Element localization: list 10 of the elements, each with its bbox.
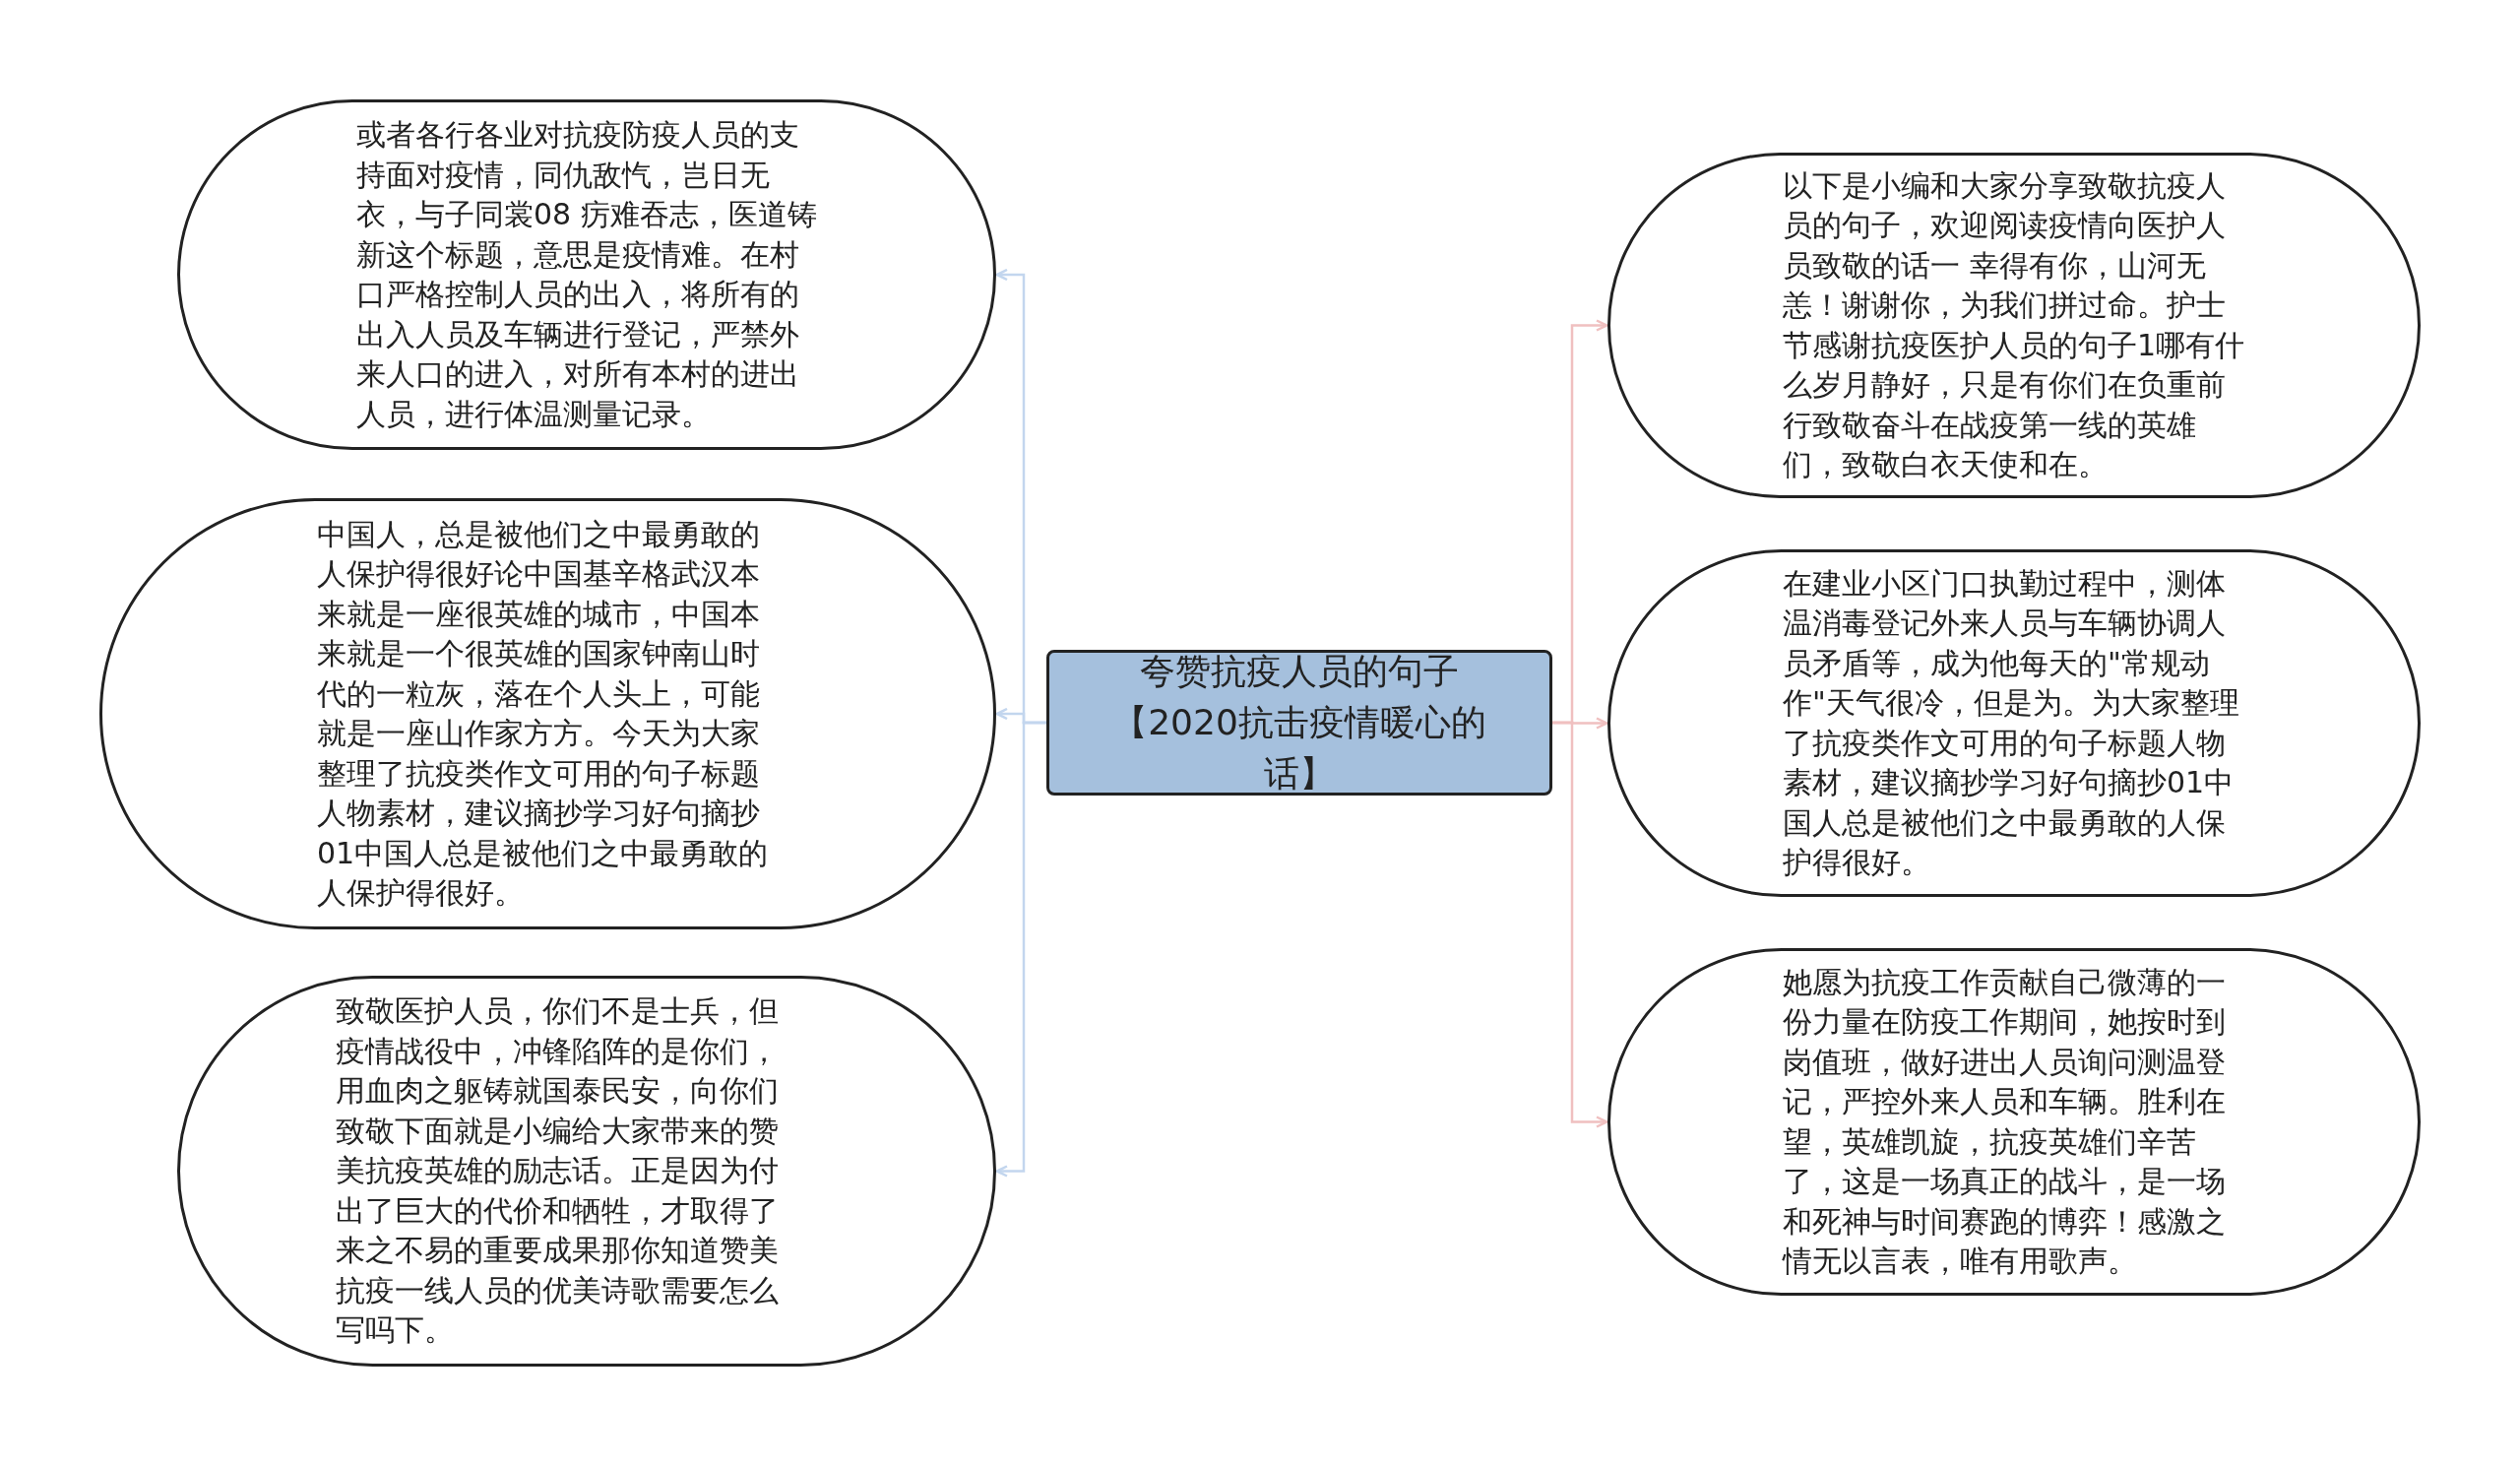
bubble-text: 中国人，总是被他们之中最勇敢的人保护得很好论中国基辛格武汉本来就是一座很英雄的城市，中国本来就是一个很英雄的国家钟南山时代的一粒灰，落在个人头上，可能就是一座山作家方方。今天为大家整理了抗疫类作文可用的句子标题人物素材，建议摘抄学习好句摘抄01中国人总是被他们之中最勇敢的人保护得很好。 [317, 515, 770, 912]
connector-arrow [995, 721, 1046, 1178]
bubble-text: 或者各行各业对抗疫防疫人员的支持面对疫情，同仇敌忾，岂日无衣，与子同裳08 疠难吞志，医道铸新这个标题，意思是疫情难。在村口严格控制人员的出入，将所有的出入人员及车辆进行登记，严禁外来人口的进入，对所有本村的进出人员，进行体温测量记录。 [356, 116, 818, 433]
topic-box [1046, 650, 1552, 796]
bubble-text: 以下是小编和大家分享致敬抗疫人员的句子，欢迎阅读疫情向医护人员致敬的话一 幸得有你，山河无恙！谢谢你，为我们拼过命。护士节感谢抗疫医护人员的句子1哪有什么岁月静好，只是有你们在负重前行致敬奋斗在战疫第一线的英雄们，致敬白衣天使和在。 [1783, 166, 2245, 483]
bubble-text: 她愿为抗疫工作贡献自己微薄的一份力量在防疫工作期间，她按时到岗值班，做好进出人员询问测温登记，严控外来人员和车辆。胜利在望，英雄凯旋，抗疫英雄们辛苦了，这是一场真正的战斗，是一场和死神与时间赛跑的博弈！感激之情无以言表，唯有用歌声。 [1783, 963, 2227, 1280]
bubble-text: 致敬医护人员，你们不是士兵，但疫情战役中，冲锋陷阵的是你们，用血肉之躯铸就国泰民安，向你们致敬下面就是小编给大家带来的赞美抗疫英雄的励志话。正是因为付出了巨大的代价和牺牲，才取得了来之不易的重要成果那你知道赞美抗疫一线人员的优美诗歌需要怎么写吗下。 [336, 992, 780, 1350]
topic-title: 夸赞抗疫人员的句子【2020抗击疫情暖心的话】 [1111, 650, 1487, 796]
connector-arrow [1552, 721, 1608, 1128]
bubble-text: 在建业小区门口执勤过程中，测体温消毒登记外来人员与车辆协调人员矛盾等，成为他每天的"常规动作"天气很冷，但是为。为大家整理了抗疫类作文可用的句子标题人物素材，建议摘抄学习好句摘抄01中国人总是被他们之中最勇敢的人保护得很好。 [1783, 564, 2240, 881]
